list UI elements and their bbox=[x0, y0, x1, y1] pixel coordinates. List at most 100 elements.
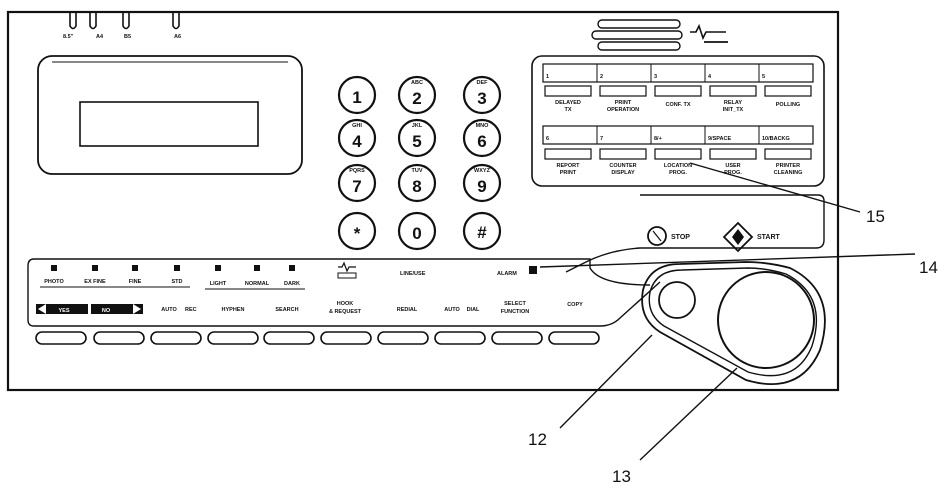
key-number: * bbox=[354, 224, 361, 243]
key-number: 1 bbox=[352, 88, 361, 107]
start-button[interactable]: START bbox=[722, 221, 781, 253]
function-label: PRINTER bbox=[776, 163, 800, 169]
callout-number: 14 bbox=[919, 258, 938, 277]
auto-rec-button[interactable] bbox=[150, 331, 202, 345]
function-button-conf-tx[interactable] bbox=[654, 85, 702, 97]
key-star[interactable]: * bbox=[337, 211, 377, 251]
function-label: USER bbox=[725, 163, 740, 169]
key-number: 8 bbox=[412, 177, 421, 196]
key-letters: JKL bbox=[412, 123, 423, 129]
bottom-button-label: SELECT bbox=[504, 301, 526, 307]
resolution-label: EX FINE bbox=[84, 279, 106, 285]
start-stop-panel-outline bbox=[565, 194, 825, 273]
function-button-print-operation[interactable] bbox=[599, 85, 647, 97]
one-touch-panel: 1 2 3 4 5 DELAYED TX PRINT OPERATION CON… bbox=[531, 55, 825, 187]
stop-button[interactable]: STOP bbox=[647, 226, 690, 246]
key-5[interactable]: JKL 5 bbox=[397, 118, 437, 158]
callout-12: 12 bbox=[528, 334, 653, 449]
key-8[interactable]: TUV 8 bbox=[397, 163, 437, 203]
function-label: INIT_TX bbox=[723, 107, 744, 113]
no-arrow-button[interactable]: NO bbox=[91, 304, 143, 314]
jog-dial-outer-ring bbox=[641, 261, 826, 385]
function-button-polling[interactable] bbox=[764, 85, 812, 97]
select-function-button[interactable] bbox=[491, 331, 543, 345]
line-status-icon bbox=[337, 261, 357, 279]
jog-dial-inner-ring bbox=[648, 267, 818, 377]
key-letters: WXYZ bbox=[474, 168, 491, 174]
paper-guide-mark bbox=[122, 12, 130, 30]
yes-arrow-button[interactable]: YES bbox=[36, 304, 88, 314]
auto-dial-button[interactable] bbox=[434, 331, 486, 345]
key-number: 3 bbox=[477, 89, 486, 108]
lcd-bezel bbox=[37, 55, 303, 175]
callout-15: 15 bbox=[689, 162, 885, 226]
callout-number: 15 bbox=[866, 207, 885, 226]
bottom-buttons-row bbox=[35, 331, 600, 345]
function-button-user-prog[interactable] bbox=[709, 148, 757, 160]
one-touch-number: 4 bbox=[708, 74, 712, 80]
resolution-label: STD bbox=[172, 279, 183, 285]
function-button-location-prog[interactable] bbox=[654, 148, 702, 160]
resolution-label: PHOTO bbox=[44, 279, 64, 285]
key-number: 5 bbox=[412, 132, 421, 151]
key-number: 2 bbox=[412, 89, 421, 108]
bottom-oval-button[interactable] bbox=[35, 331, 87, 345]
key-number: 7 bbox=[352, 177, 361, 196]
bottom-button-label: AUTO bbox=[161, 307, 177, 313]
resolution-label: FINE bbox=[129, 279, 142, 285]
copy-button[interactable] bbox=[548, 331, 600, 345]
function-button-counter-display[interactable] bbox=[599, 148, 647, 160]
function-button-report-print[interactable] bbox=[544, 148, 592, 160]
search-button[interactable] bbox=[263, 331, 315, 345]
key-hash[interactable]: # bbox=[462, 211, 502, 251]
function-button-relay-init-tx[interactable] bbox=[709, 85, 757, 97]
one-touch-number: 5 bbox=[762, 74, 765, 80]
key-letters: PQRS bbox=[349, 168, 365, 174]
fax-logo-icon bbox=[690, 23, 728, 43]
redial-button[interactable] bbox=[377, 331, 429, 345]
paper-size-guides: 8.5" A4 B5 A6 bbox=[63, 12, 181, 40]
bottom-button-label: DIAL bbox=[467, 307, 480, 313]
bottom-button-label: & REQUEST bbox=[329, 309, 362, 315]
function-label: DISPLAY bbox=[611, 170, 635, 176]
start-label: START bbox=[757, 234, 781, 241]
indicator-led bbox=[174, 265, 180, 271]
paper-guide-mark bbox=[69, 12, 77, 30]
bottom-button-label: COPY bbox=[567, 302, 583, 308]
key-letters: TUV bbox=[412, 168, 423, 174]
bottom-button-label: SEARCH bbox=[275, 307, 298, 313]
function-label: PRINT bbox=[615, 100, 632, 106]
hook-request-button[interactable] bbox=[320, 331, 372, 345]
function-label: DELAYED bbox=[555, 100, 581, 106]
paper-guide-mark bbox=[172, 12, 180, 30]
callout-number: 13 bbox=[612, 467, 631, 486]
contrast-label: DARK bbox=[284, 281, 300, 287]
line-use-label: LINE/USE bbox=[400, 271, 426, 277]
bottom-oval-button[interactable] bbox=[93, 331, 145, 345]
function-label: OPERATION bbox=[607, 107, 639, 113]
large-jog-dial[interactable] bbox=[717, 271, 815, 369]
key-letters: GHI bbox=[352, 123, 362, 129]
key-1[interactable]: 1 bbox=[337, 75, 377, 115]
key-number: 6 bbox=[477, 132, 486, 151]
indicator-led bbox=[132, 265, 138, 271]
key-0[interactable]: 0 bbox=[397, 211, 437, 251]
function-label: TX bbox=[564, 107, 571, 113]
key-7[interactable]: PQRS 7 bbox=[337, 163, 377, 203]
function-button-delayed-tx[interactable] bbox=[544, 85, 592, 97]
indicator-led bbox=[92, 265, 98, 271]
hyphen-button[interactable] bbox=[207, 331, 259, 345]
paper-guide-mark bbox=[89, 12, 97, 30]
indicator-led bbox=[289, 265, 295, 271]
one-touch-number: 2 bbox=[600, 74, 603, 80]
bottom-button-labels: AUTO REC HYPHEN SEARCH HOOK & REQUEST RE… bbox=[161, 301, 583, 315]
function-label: POLLING bbox=[776, 102, 800, 108]
small-jog-knob[interactable] bbox=[658, 281, 696, 319]
function-button-printer-cleaning[interactable] bbox=[764, 148, 812, 160]
